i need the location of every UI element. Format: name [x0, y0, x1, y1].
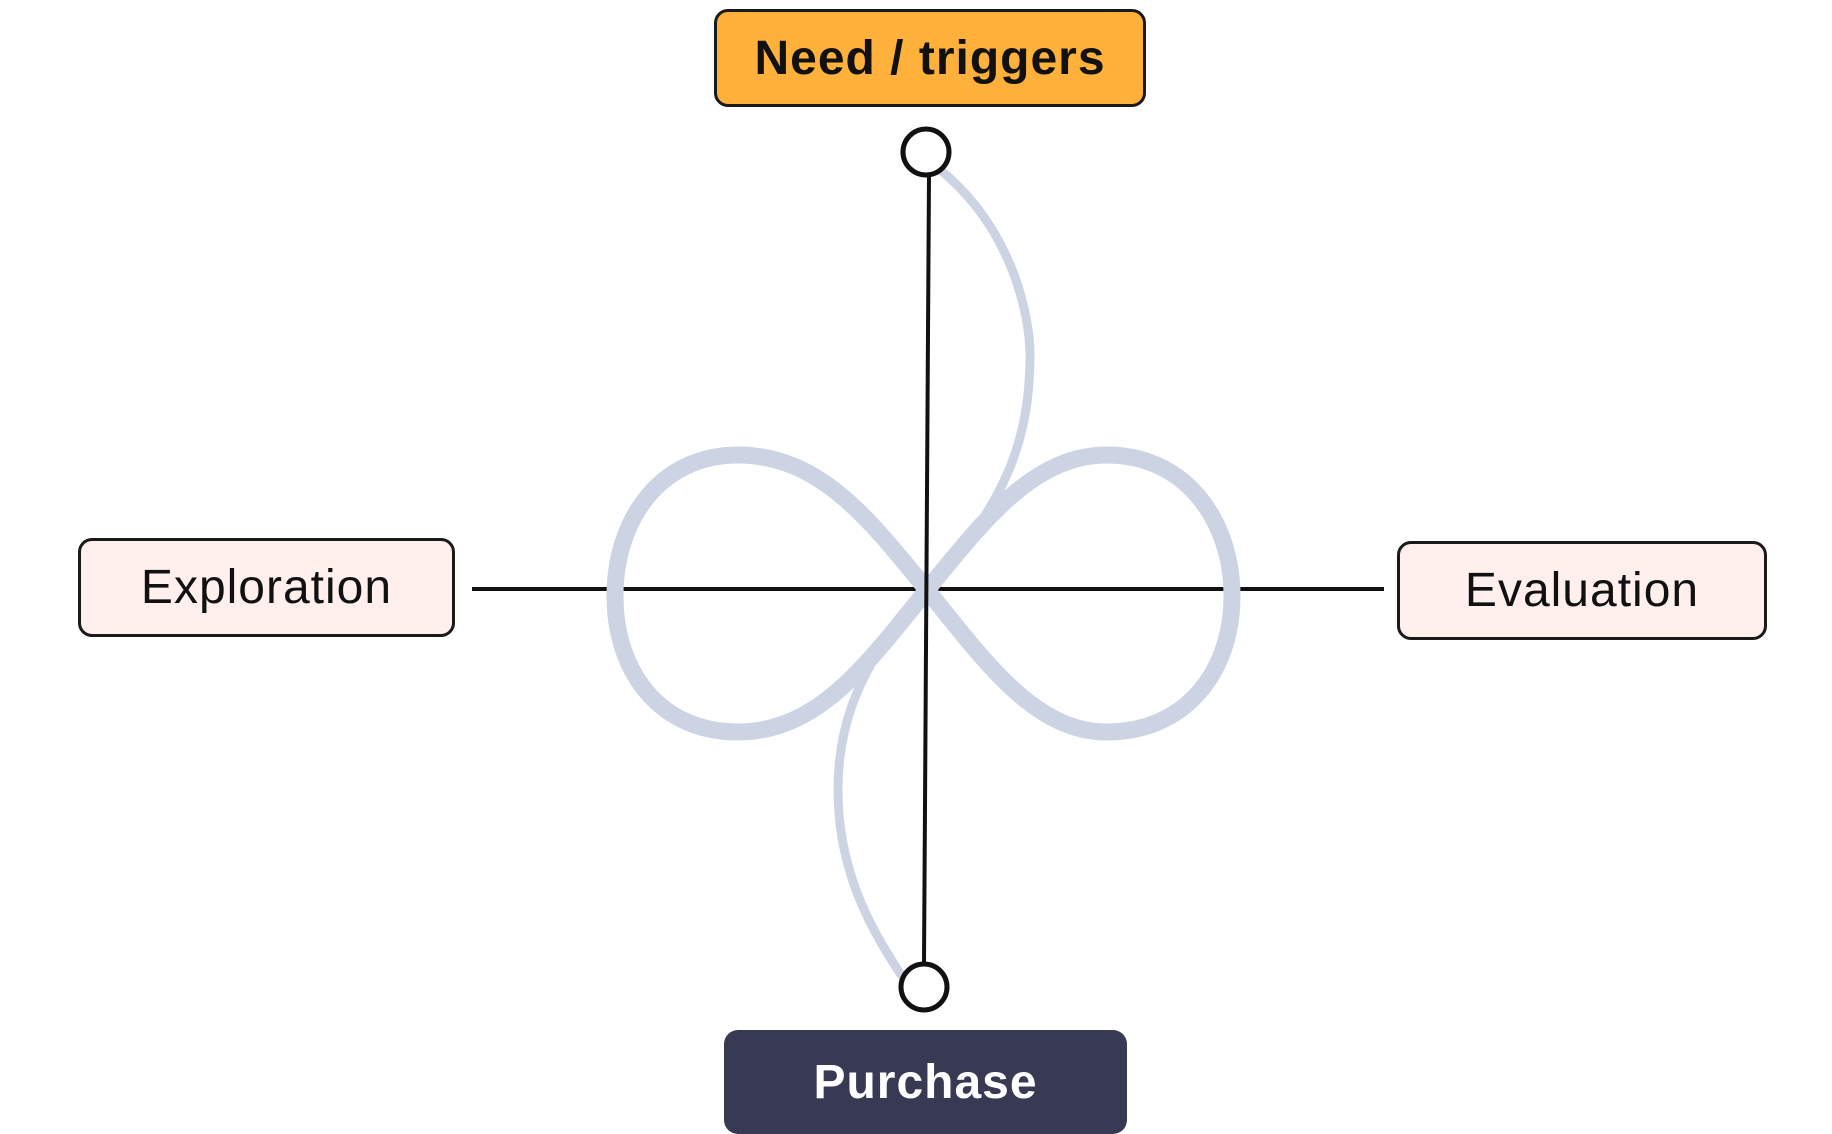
upper-connector-curve — [925, 163, 1035, 590]
evaluation-label: Evaluation — [1464, 564, 1700, 617]
need-triggers-label: Need / triggers — [754, 31, 1106, 85]
evaluation-box: Evaluation — [1397, 541, 1767, 640]
lower-connector-curve — [833, 590, 930, 987]
exploration-label: Exploration — [140, 561, 393, 614]
exploration-box: Exploration — [78, 538, 455, 637]
need-triggers-box: Need / triggers — [714, 9, 1146, 107]
top-node-circle — [900, 126, 952, 178]
purchase-label: Purchase — [813, 1055, 1038, 1109]
purchase-box: Purchase — [724, 1030, 1127, 1134]
vertical-axis-line — [922, 174, 931, 964]
bottom-node-circle — [898, 961, 950, 1013]
